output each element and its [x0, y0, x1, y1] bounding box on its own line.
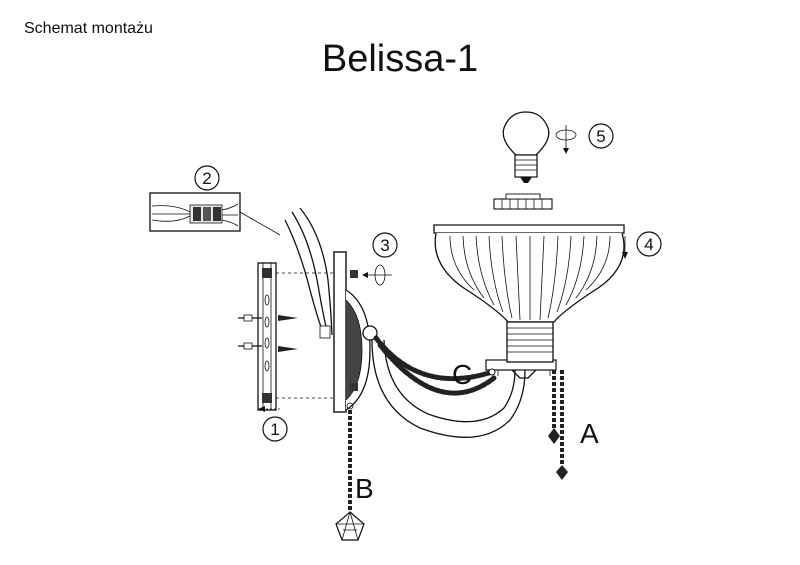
supply-wires: [284, 207, 333, 336]
arrow-left-icon: [258, 406, 280, 412]
wiring-detail: [149, 192, 281, 236]
mounting-plate: [238, 262, 345, 412]
step-number: 5: [596, 127, 605, 146]
part-label-a: A: [580, 418, 599, 449]
part-label-b: B: [355, 473, 374, 504]
lamp-arm: [362, 325, 557, 438]
wiring-detail-pointer: [239, 211, 281, 236]
part-label-c: C: [452, 359, 472, 390]
step-marker-1: 1: [262, 416, 288, 442]
chain-c: [373, 335, 497, 396]
socket: [506, 321, 554, 363]
glass-bowl: [433, 224, 628, 323]
chain-b: [335, 410, 365, 541]
socket-ring: [493, 193, 553, 210]
screws: [278, 315, 298, 352]
step-number: 2: [202, 169, 211, 188]
chain-a: [548, 370, 568, 480]
step-number: 4: [644, 235, 653, 254]
step-marker-5: 5: [588, 123, 614, 149]
page-subtitle: Schemat montażu: [24, 20, 153, 37]
rotate-icon: [555, 125, 577, 154]
terminal-block: [151, 203, 239, 227]
step-number: 3: [380, 236, 389, 255]
wall-bolts: [238, 314, 262, 350]
step-marker-3: 3: [372, 232, 398, 258]
step-marker-4: 4: [636, 231, 662, 257]
step-marker-2: 2: [194, 165, 220, 191]
wall-backplate: [319, 251, 371, 413]
arrow-down-icon: [622, 236, 628, 259]
rotate-icon: [362, 264, 392, 286]
crystal-ball: [335, 510, 365, 541]
step-number: 1: [270, 420, 279, 439]
light-bulb-icon: [502, 111, 550, 183]
page-title: Belissa-1: [321, 38, 479, 80]
